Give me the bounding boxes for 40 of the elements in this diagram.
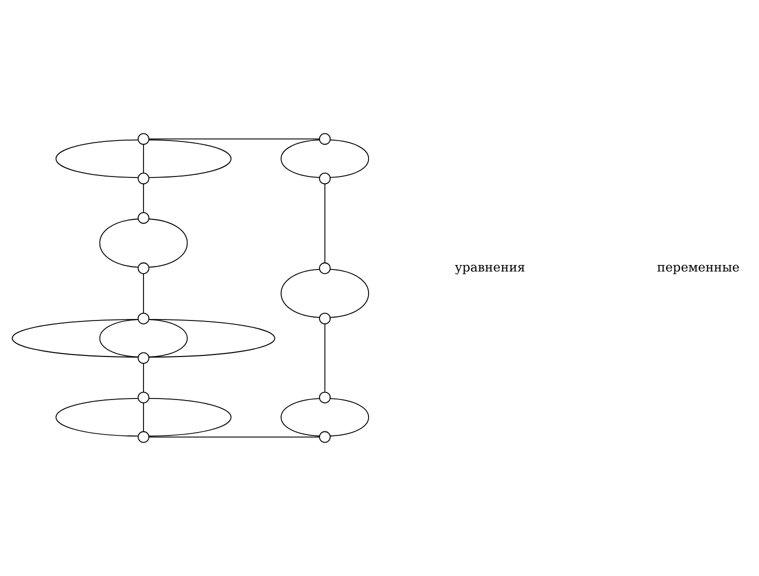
connector	[148, 218, 188, 268]
connector	[56, 139, 139, 178]
connector	[330, 398, 370, 436]
node-circle	[138, 312, 150, 324]
node-circle	[138, 352, 150, 364]
connector	[143, 363, 144, 392]
connector	[12, 318, 139, 358]
connector	[143, 144, 144, 174]
node-circle	[138, 172, 150, 184]
node-circle	[319, 392, 331, 404]
connector	[330, 268, 370, 318]
node-circle	[319, 431, 331, 443]
connector	[148, 318, 276, 358]
connector	[148, 139, 232, 178]
node-circle	[319, 262, 331, 274]
connector	[143, 402, 144, 432]
node-circle	[138, 212, 150, 224]
node-circle	[319, 133, 331, 145]
connector	[280, 398, 320, 436]
connector	[99, 218, 139, 268]
node-circle	[319, 172, 331, 184]
connector	[148, 436, 320, 438]
label: уравнения	[454, 260, 526, 275]
node-circle	[138, 262, 150, 274]
connector	[99, 319, 139, 358]
label: переменные	[657, 260, 740, 275]
node-circle	[138, 431, 150, 443]
connector	[148, 138, 320, 140]
connector	[330, 140, 370, 178]
connector	[56, 398, 139, 437]
connector	[324, 184, 326, 264]
node-circle	[319, 312, 331, 324]
connector	[324, 324, 326, 392]
node-circle	[138, 133, 150, 145]
connector	[148, 398, 232, 437]
node-circle	[138, 392, 150, 404]
connector	[143, 274, 144, 314]
connector	[280, 140, 320, 178]
connector	[280, 268, 320, 318]
connector	[143, 184, 144, 213]
